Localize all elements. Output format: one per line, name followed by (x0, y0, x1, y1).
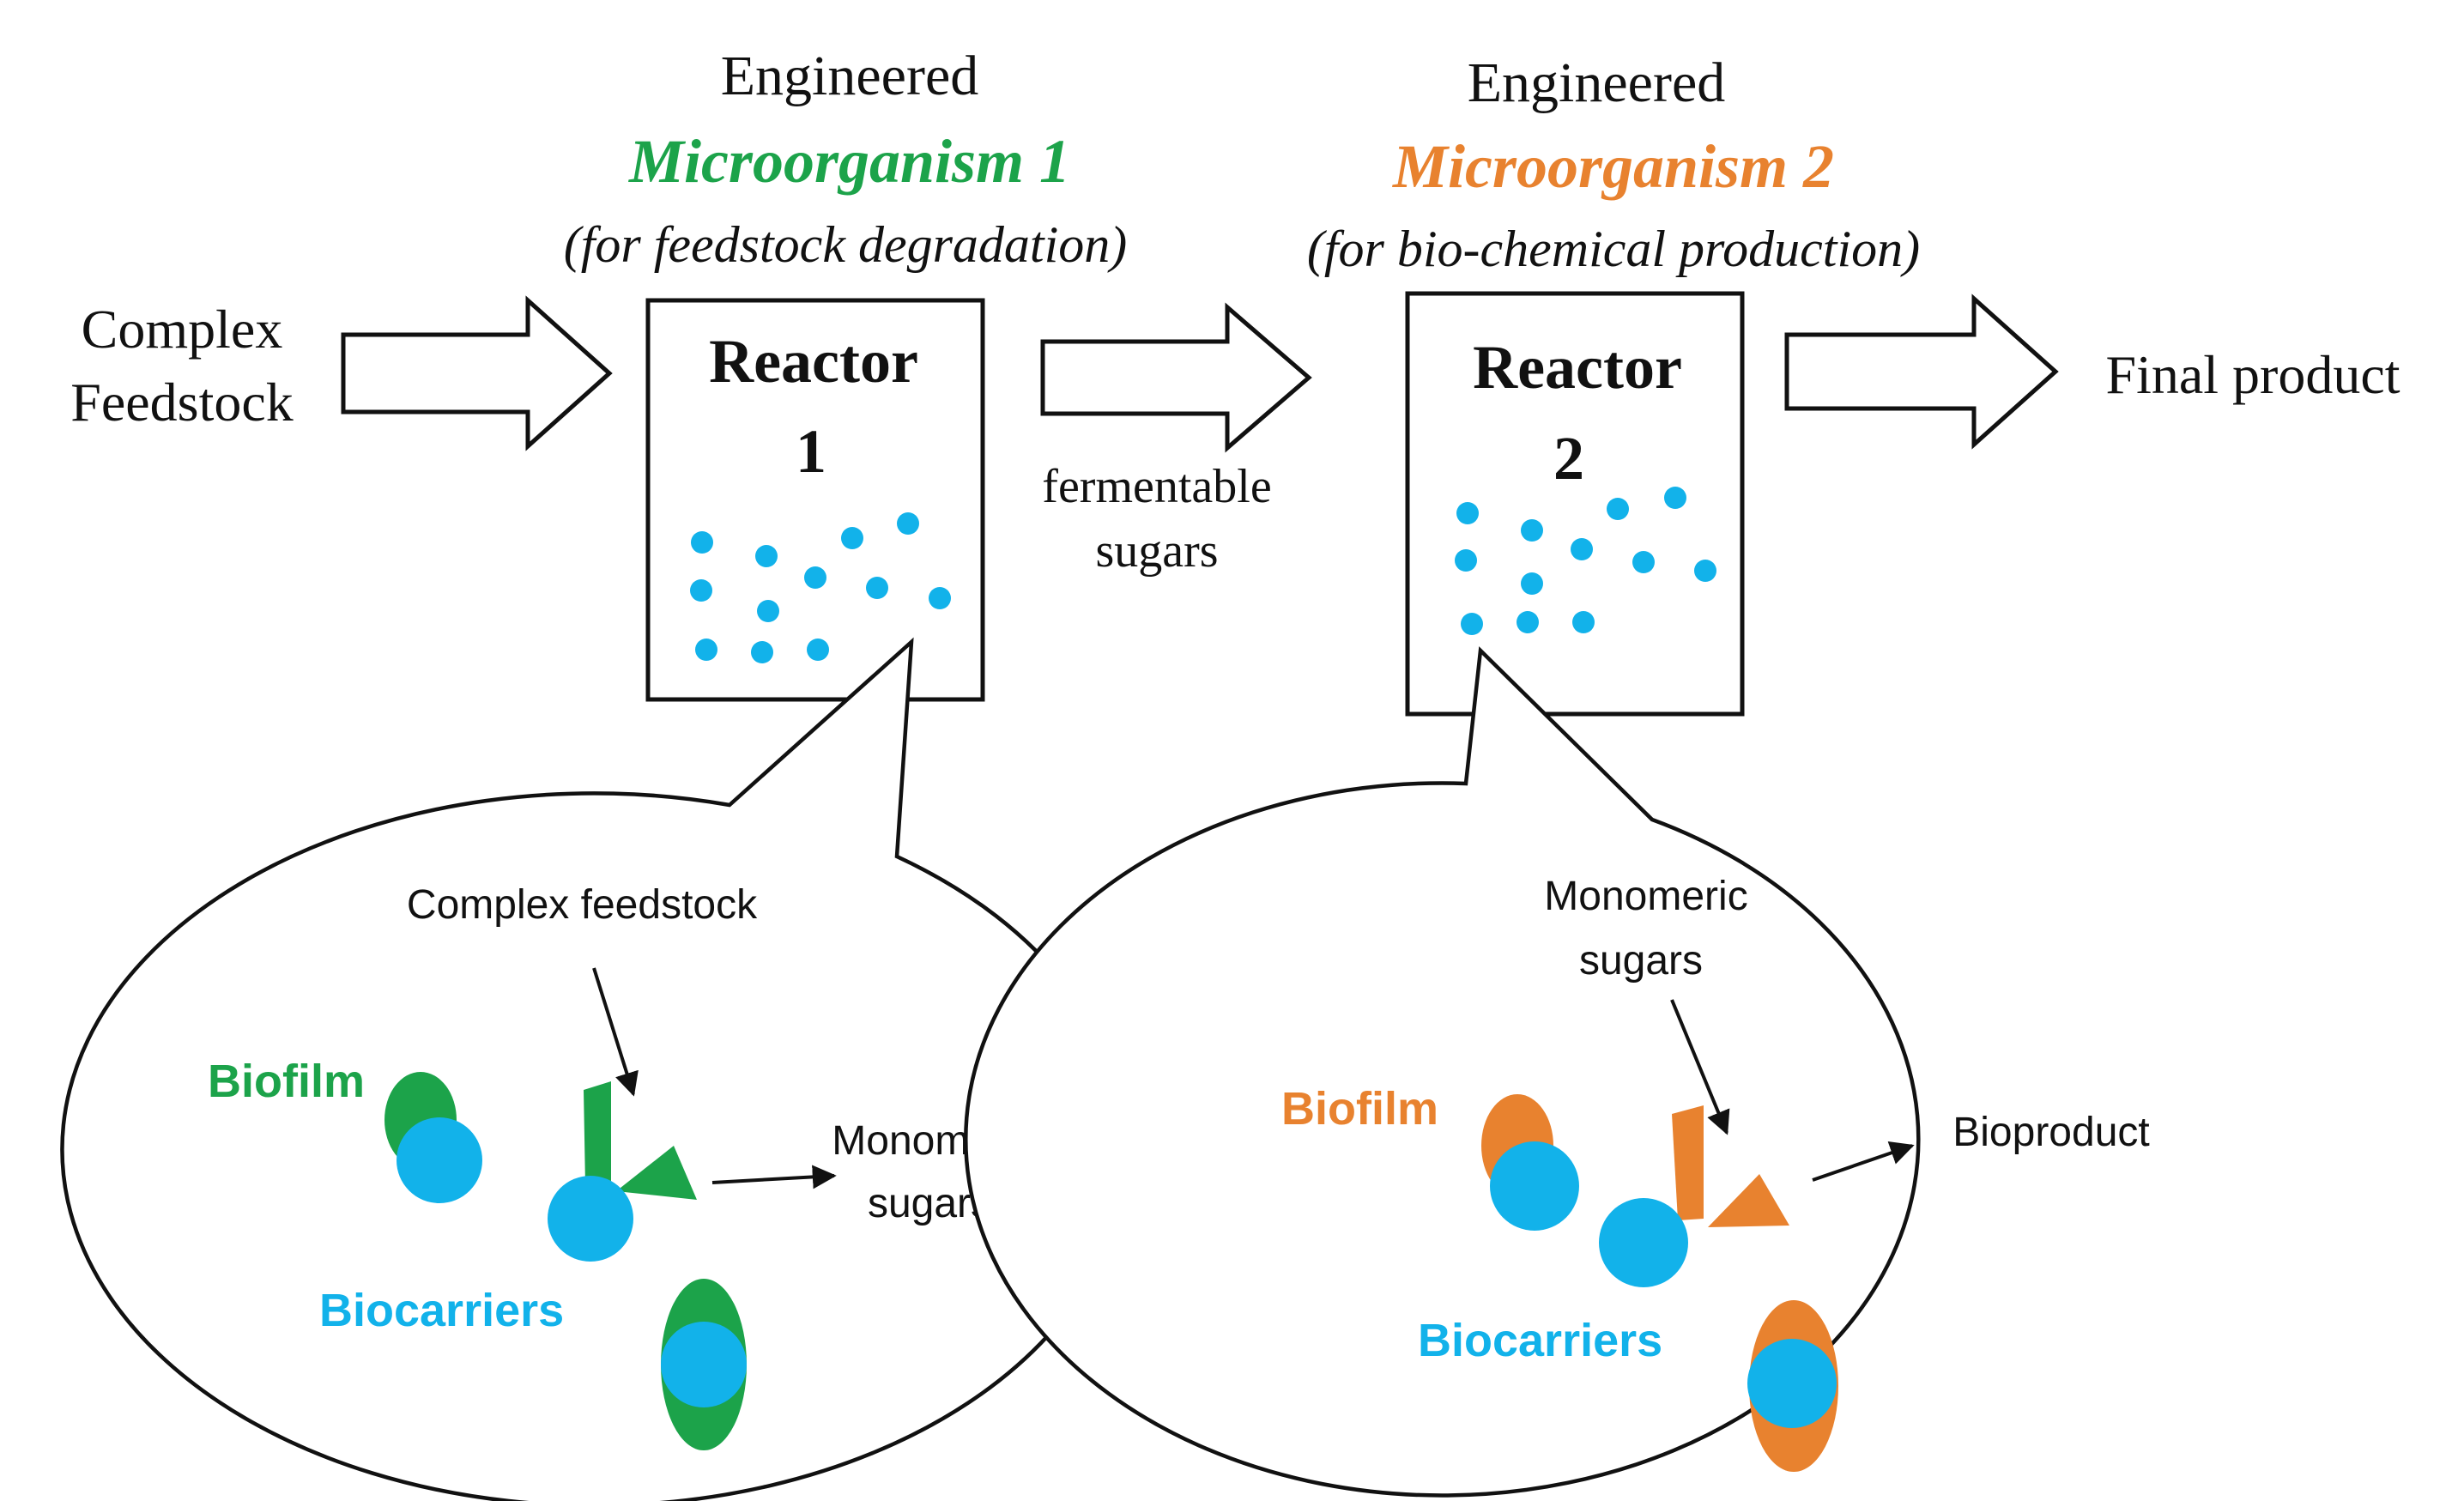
bubble2-output-arrow (1812, 1141, 1915, 1182)
arrow-reactor2-to-final-product (1784, 294, 2059, 450)
bubble1-input-arrow (592, 967, 639, 1097)
bubble1-output-arrow (711, 1165, 837, 1189)
organism2-engineered-label: Engineered (1468, 51, 1726, 114)
bubble1-biocarriers-label: Biocarriers (319, 1285, 564, 1336)
bubble1-biofilm-label: Biofilm (208, 1056, 365, 1107)
reactor1-label: Reactor (709, 327, 918, 396)
bubble2-biofilm-carrier-2 (1747, 1300, 1838, 1472)
reactor1-number: 1 (796, 417, 826, 486)
bubble1-biofilm-carrier-1 (384, 1072, 482, 1203)
bubble2-outline (964, 646, 1921, 1498)
arrow-feedstock-to-reactor1 (341, 295, 613, 451)
reactor1-sugar-dots (690, 512, 951, 663)
bubble2-output-label: Bioproduct (1952, 1110, 2149, 1155)
organism1-purpose: (for feedstock degradation) (564, 216, 1128, 273)
arrow-reactor1-to-reactor2 (1040, 302, 1312, 453)
feedstock-label-line2: Feedstock (70, 372, 294, 433)
organism2-purpose: (for bio-chemical production) (1307, 221, 1920, 277)
reactor2-number: 2 (1553, 424, 1584, 493)
organism1-name: Microorganism 1 (628, 127, 1070, 196)
bubble1-enzyme-carrier (548, 1081, 697, 1262)
intermediate-label-line1: fermentable (1042, 460, 1271, 513)
bubble2-input-label-line2: sugars (1579, 938, 1703, 984)
organism2-name: Microorganism 2 (1392, 132, 1834, 201)
bubble2-biofilm-label: Biofilm (1281, 1083, 1438, 1135)
bubble1-biofilm-carrier-2 (661, 1279, 747, 1450)
final-product-label: Final product (2105, 344, 2400, 405)
bubble2-input-arrow (1670, 999, 1730, 1135)
bubble2-biofilm-carrier-1 (1481, 1094, 1579, 1231)
organism1-engineered-label: Engineered (721, 45, 979, 107)
feedstock-label-line1: Complex (82, 299, 283, 360)
bubble1-input-label: Complex feedstock (407, 882, 758, 928)
bubble2-input-label-line1: Monomeric (1544, 874, 1747, 919)
reactor2-sugar-dots (1455, 487, 1716, 635)
bubble2-biocarriers-label: Biocarriers (1418, 1315, 1662, 1366)
bubble2-enzyme-carrier (1599, 1105, 1789, 1287)
reactor1-box (645, 298, 985, 702)
intermediate-label-line2: sugars (1095, 524, 1218, 578)
reactor2-label: Reactor (1473, 333, 1682, 402)
